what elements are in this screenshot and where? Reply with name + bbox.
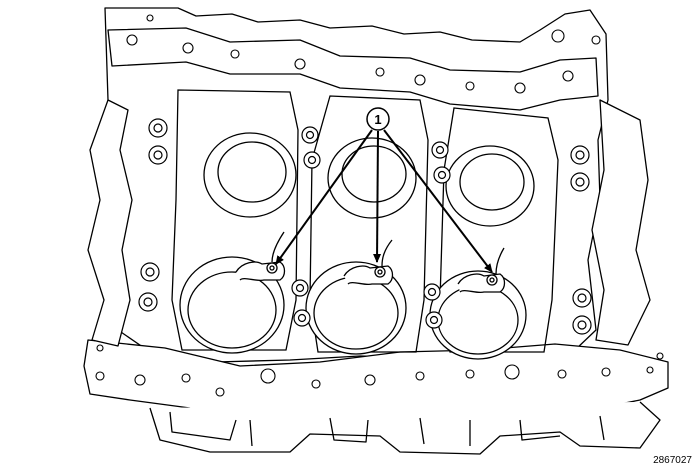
oil-jet-1 (235, 231, 286, 282)
bolt-center-left-upper (301, 126, 321, 169)
lower-bore-1-inner (187, 271, 277, 349)
oil-jet-3 (457, 247, 506, 294)
block-bottom-flange (83, 339, 669, 417)
bolt-right-upper (570, 145, 590, 192)
lower-bore-2 (305, 261, 407, 355)
bolt-center-right-upper (431, 141, 451, 184)
upper-bore-1-inner (217, 141, 287, 203)
block-left-side (87, 99, 133, 347)
cylinder-bay-2 (309, 95, 429, 353)
block-right-side (591, 99, 651, 346)
oil-jet-2 (343, 239, 394, 286)
lower-bore-1 (179, 256, 285, 354)
upper-bore-2 (327, 137, 417, 219)
casting-holes-upper (126, 14, 601, 94)
block-lower-skirt (149, 401, 661, 455)
callout-balloon: 1 (366, 107, 390, 131)
bolt-left-upper (148, 118, 168, 165)
upper-bore-1 (203, 132, 297, 218)
block-lower-detail (169, 411, 605, 447)
cylinder-bay-1 (171, 89, 299, 351)
bolt-left-lower (138, 262, 160, 312)
figure-id: 2867027 (653, 455, 692, 466)
leader-arrow-3 (383, 129, 493, 273)
casting-holes-lower (95, 344, 664, 397)
bolt-center-left-lower (291, 279, 311, 327)
callout-number: 1 (374, 112, 381, 127)
upper-bore-2-inner (341, 145, 407, 203)
upper-bore-3 (445, 145, 535, 227)
leader-arrow-2 (373, 130, 382, 263)
cylinder-bay-3 (439, 107, 559, 353)
bolt-center-right-lower (423, 283, 443, 329)
block-upper-rail (107, 27, 599, 111)
upper-bore-3-inner (459, 153, 525, 211)
leader-arrow-1 (275, 129, 373, 265)
bolt-right-lower (572, 288, 592, 335)
